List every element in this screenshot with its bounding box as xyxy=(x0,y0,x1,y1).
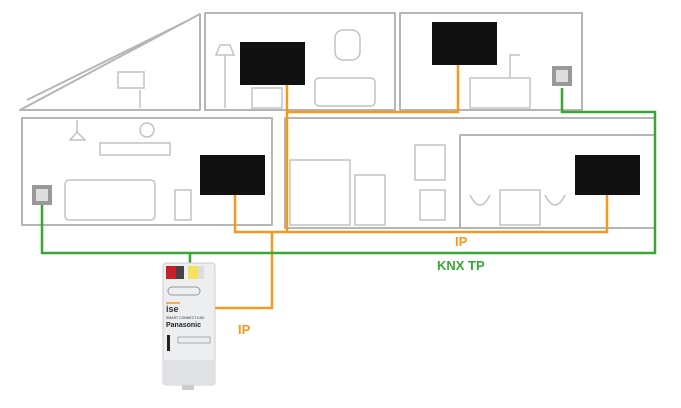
device-vendor: Panasonic xyxy=(166,322,201,329)
bookshelf xyxy=(419,189,446,221)
knx-cable xyxy=(40,88,657,255)
exercise-bench xyxy=(117,71,145,108)
device-base xyxy=(163,360,215,385)
ip-device-label: IP xyxy=(238,322,251,337)
device-slot xyxy=(167,335,170,351)
knx-switch-icon xyxy=(552,66,572,86)
sofa xyxy=(64,179,156,221)
ip-cable xyxy=(215,232,274,310)
tv-icon xyxy=(200,155,265,195)
wall-picture xyxy=(414,144,446,181)
furniture xyxy=(64,29,566,226)
ceiling-lamp xyxy=(68,120,87,141)
ip-cable xyxy=(287,65,460,114)
knx-wiring xyxy=(40,88,657,265)
din-rail-clip xyxy=(182,385,194,390)
device-terminals xyxy=(166,266,204,279)
table xyxy=(499,189,541,226)
smart-connect-knx-device: ise SMART CONNECT KNX Panasonic xyxy=(162,262,216,390)
sofa xyxy=(314,77,376,107)
plant-stand xyxy=(174,189,192,221)
tv-icon xyxy=(432,22,497,65)
room-living-middle xyxy=(21,117,273,226)
ip-bus-label: IP xyxy=(455,234,468,249)
solar-panel xyxy=(26,21,186,101)
tv-icon xyxy=(240,42,305,85)
device-button xyxy=(167,286,201,296)
inner-wall xyxy=(459,134,655,228)
tv-icon xyxy=(575,155,640,195)
device-model: SMART CONNECT KNX xyxy=(166,316,205,320)
cabinet xyxy=(354,174,386,226)
floor-lamp xyxy=(214,44,236,108)
wall-picture xyxy=(334,29,361,61)
device-label-field xyxy=(177,336,211,344)
room-living-top xyxy=(204,12,396,111)
chair xyxy=(544,194,566,206)
attic-room xyxy=(19,13,201,111)
tv-stand xyxy=(251,87,283,109)
ip-wiring xyxy=(215,65,609,310)
knx-bus-label: KNX TP xyxy=(437,258,485,273)
kitchen-counter xyxy=(469,54,531,109)
house-outline xyxy=(19,12,656,229)
room-kitchen-top xyxy=(399,12,583,111)
device-brand: ise xyxy=(166,304,179,314)
chair xyxy=(469,194,491,206)
kitchen-unit xyxy=(289,159,351,226)
ip-cable xyxy=(233,195,609,234)
knx-switch-icon xyxy=(32,185,52,205)
shelf xyxy=(99,122,171,156)
